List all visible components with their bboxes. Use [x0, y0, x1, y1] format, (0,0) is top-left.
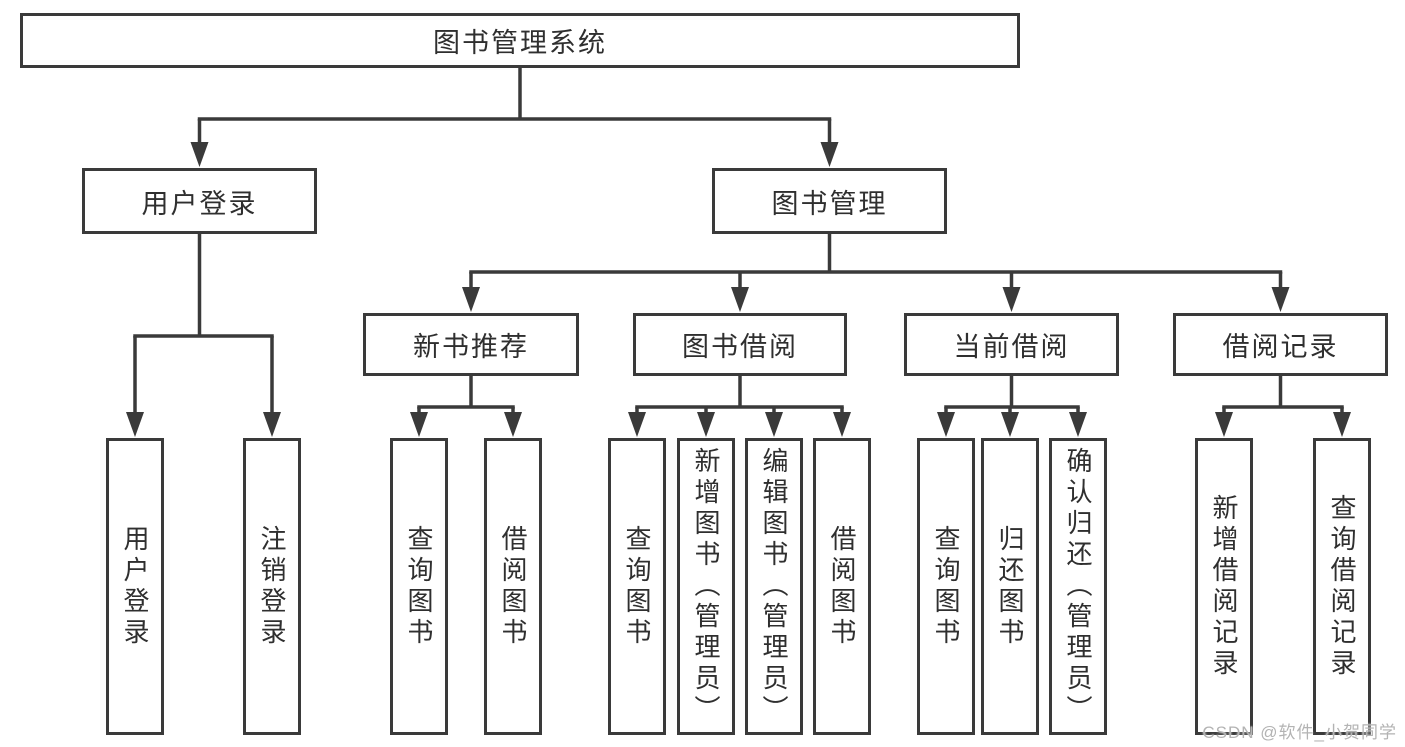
- node-label-root: 图书管理系统: [433, 28, 607, 58]
- node-label-leaf-query-book-2: 查询图书: [622, 524, 652, 649]
- arrowhead-icon: [462, 287, 480, 312]
- arrowhead-icon: [190, 142, 209, 167]
- node-leaf-query-record: 查询借阅记录: [1313, 438, 1371, 735]
- node-user-login-group: 用户登录: [82, 168, 317, 234]
- node-leaf-edit-book: 编辑图书（管理员）: [745, 438, 803, 735]
- node-label-leaf-borrow-book-2: 借阅图书: [827, 524, 857, 649]
- node-label-leaf-user-login: 用户登录: [120, 524, 150, 649]
- arrowhead-icon: [1215, 412, 1233, 437]
- arrowhead-icon: [126, 412, 144, 437]
- arrowhead-icon: [1333, 412, 1351, 437]
- node-label-leaf-logout: 注销登录: [257, 524, 287, 649]
- node-label-leaf-add-book: 新增图书（管理员）: [691, 447, 721, 726]
- node-label-borrow-records: 借阅记录: [1222, 332, 1339, 362]
- node-leaf-return-book: 归还图书: [981, 438, 1039, 735]
- arrowhead-icon: [1271, 287, 1290, 312]
- node-label-book-mgmt-group: 图书管理: [771, 188, 888, 219]
- arrowhead-icon: [765, 412, 783, 437]
- node-label-leaf-borrow-book-1: 借阅图书: [498, 524, 528, 649]
- node-new-book-rec: 新书推荐: [363, 313, 579, 376]
- node-current-borrow: 当前借阅: [904, 313, 1119, 376]
- node-leaf-add-record: 新增借阅记录: [1195, 438, 1253, 735]
- arrowhead-icon: [731, 287, 749, 312]
- node-leaf-borrow-book-2: 借阅图书: [813, 438, 871, 735]
- node-borrow-records: 借阅记录: [1173, 313, 1388, 376]
- node-leaf-query-book-3: 查询图书: [917, 438, 975, 735]
- arrowhead-icon: [820, 142, 839, 167]
- watermark: CSDN @软件_小贺同学: [1202, 723, 1397, 742]
- arrowhead-icon: [937, 412, 955, 437]
- node-leaf-user-login: 用户登录: [106, 438, 164, 735]
- arrowhead-icon: [1001, 412, 1019, 437]
- node-leaf-logout: 注销登录: [243, 438, 301, 735]
- node-label-leaf-return-book: 归还图书: [995, 524, 1025, 649]
- node-label-leaf-query-record: 查询借阅记录: [1327, 493, 1357, 680]
- arrowhead-icon: [697, 412, 715, 437]
- arrowhead-icon: [1002, 287, 1021, 312]
- node-label-current-borrow: 当前借阅: [953, 332, 1070, 362]
- node-label-book-borrow: 图书借阅: [682, 332, 798, 362]
- node-label-leaf-query-book-1: 查询图书: [404, 524, 434, 649]
- arrowhead-icon: [1069, 412, 1087, 437]
- node-leaf-query-book-1: 查询图书: [390, 438, 448, 735]
- node-book-borrow: 图书借阅: [633, 313, 847, 376]
- arrowhead-icon: [628, 412, 646, 437]
- arrowhead-icon: [504, 412, 522, 437]
- node-root: 图书管理系统: [20, 13, 1020, 68]
- node-label-leaf-add-record: 新增借阅记录: [1209, 493, 1239, 680]
- node-label-leaf-edit-book: 编辑图书（管理员）: [759, 447, 789, 726]
- arrowhead-icon: [263, 412, 281, 437]
- node-label-leaf-query-book-3: 查询图书: [931, 524, 961, 649]
- arrowhead-icon: [410, 412, 428, 437]
- node-label-new-book-rec: 新书推荐: [413, 332, 529, 362]
- node-leaf-confirm-return: 确认归还（管理员）: [1049, 438, 1107, 735]
- node-label-user-login-group: 用户登录: [141, 188, 258, 219]
- node-leaf-borrow-book-1: 借阅图书: [484, 438, 542, 735]
- node-leaf-add-book: 新增图书（管理员）: [677, 438, 735, 735]
- node-book-mgmt-group: 图书管理: [712, 168, 947, 234]
- node-leaf-query-book-2: 查询图书: [608, 438, 666, 735]
- node-label-leaf-confirm-return: 确认归还（管理员）: [1063, 447, 1093, 726]
- arrowhead-icon: [833, 412, 851, 437]
